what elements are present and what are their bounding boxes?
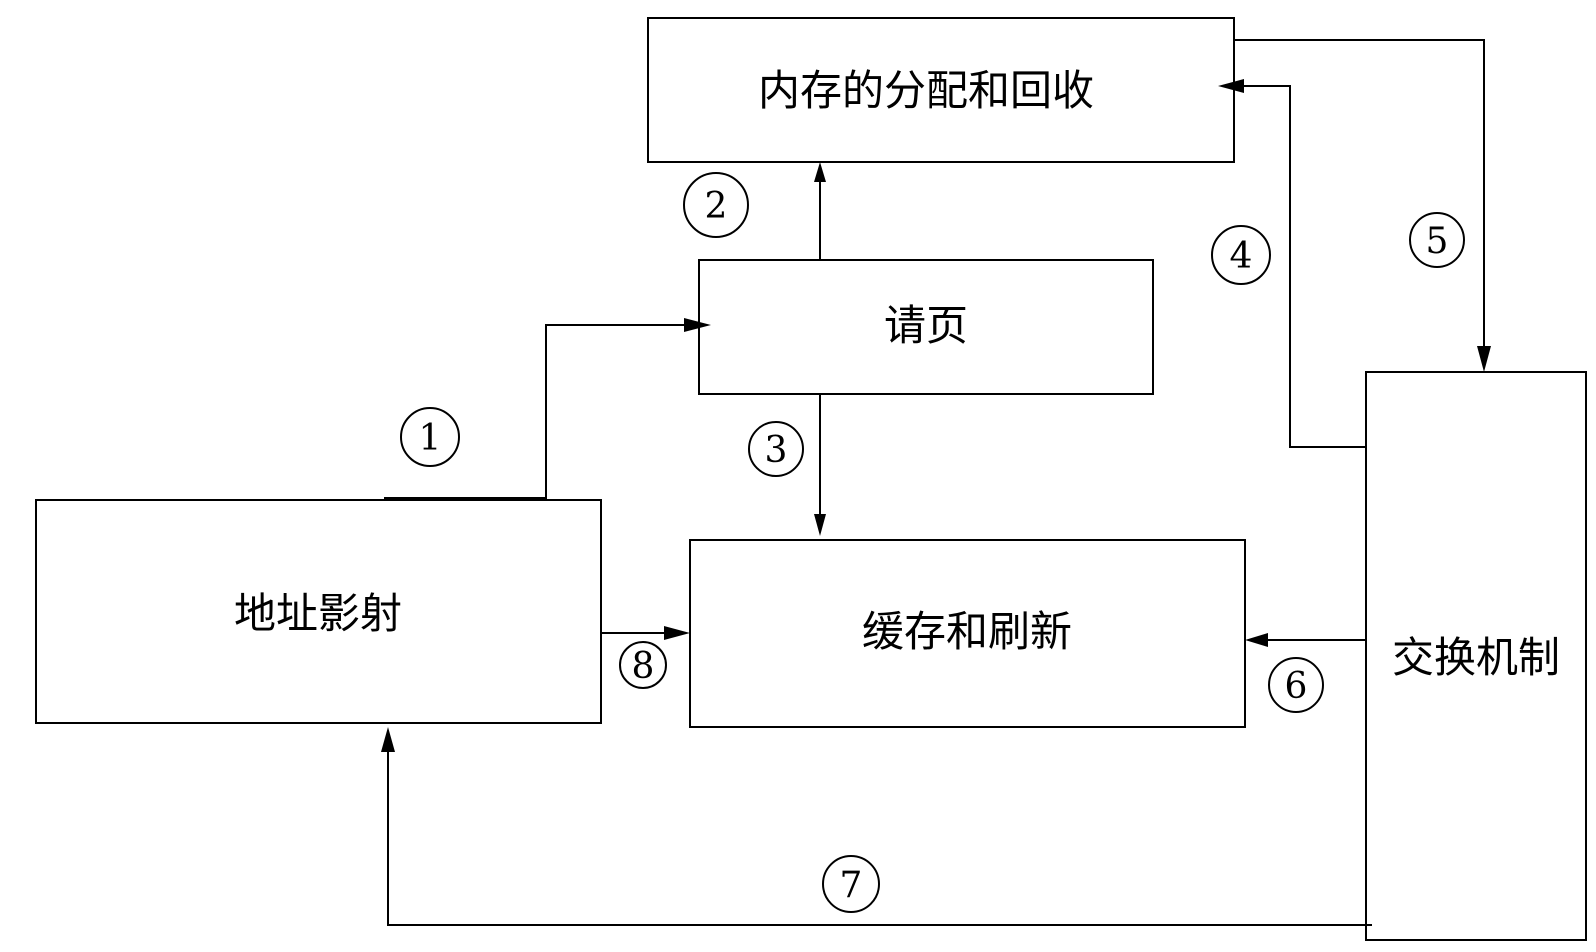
edge-1-line [384, 324, 697, 499]
edge-8-arrowhead [664, 626, 690, 640]
edge-3-marker: 3 [748, 421, 804, 477]
edge-5-line [1234, 39, 1485, 350]
node-alloc-box [647, 17, 1235, 163]
edge-3-number: 3 [765, 430, 788, 471]
edge-7-marker: 7 [822, 855, 880, 913]
edge-7-arrowhead [381, 727, 395, 752]
edge-1-marker: 1 [400, 407, 460, 467]
edge-5-marker: 5 [1409, 212, 1465, 268]
edge-5-arrowhead [1477, 346, 1491, 372]
edge-2-arrowhead [814, 162, 826, 182]
node-cache-refresh-box [689, 539, 1246, 728]
edge-4-number: 4 [1230, 236, 1253, 277]
edge-5-number: 5 [1426, 221, 1449, 262]
node-alloc-label: 内存的分配和回收 [758, 66, 1094, 115]
edge-7-number: 7 [840, 865, 863, 906]
edge-8-marker: 8 [619, 641, 667, 689]
edge-4-arrowhead [1218, 79, 1244, 93]
edge-7-line [387, 746, 1372, 926]
edge-6-number: 6 [1285, 666, 1308, 707]
edge-4-marker: 4 [1211, 225, 1271, 285]
edge-2-number: 2 [705, 186, 728, 227]
node-address-mapping-box [35, 499, 602, 724]
edge-3-arrowhead [814, 514, 826, 536]
node-swap-label: 交换机制 [1392, 633, 1560, 682]
node-cache-refresh-label: 缓存和刷新 [862, 607, 1072, 656]
node-swap-box [1365, 371, 1587, 941]
node-page-request-label: 请页 [884, 301, 968, 350]
edge-1-number: 1 [419, 418, 442, 459]
node-page-request-box [698, 259, 1154, 395]
edge-6-marker: 6 [1268, 657, 1324, 713]
node-address-mapping-label: 地址影射 [234, 589, 402, 638]
edge-8-number: 8 [632, 646, 655, 687]
edge-6-arrowhead [1245, 633, 1268, 647]
edge-2-marker: 2 [683, 172, 749, 238]
edge-4-line [1244, 85, 1366, 448]
edge-1-arrowhead [684, 318, 711, 332]
